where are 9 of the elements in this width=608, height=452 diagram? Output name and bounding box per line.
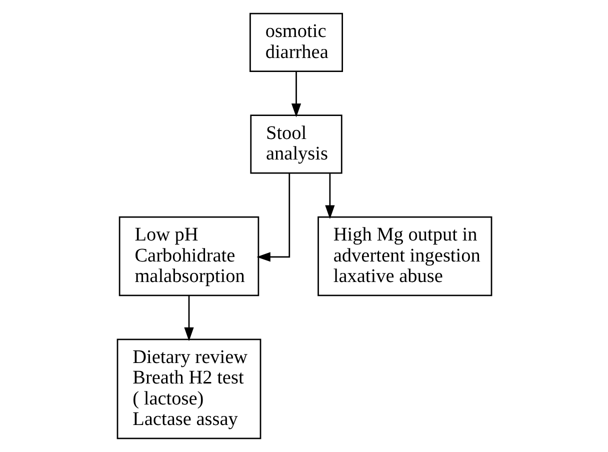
node-box: osmotic diarrhea (249, 12, 342, 72)
arrow (290, 71, 301, 118)
node-box: Dietary review Breath H2 test ( lactose) Lactase assay (116, 338, 261, 440)
node-box: Stool analysis (250, 114, 342, 174)
arrow (324, 174, 334, 219)
node-box: Low pH Carbohidrate malabsorption (118, 216, 259, 296)
arrow (256, 173, 290, 262)
node-box: High Mg output in advertent ingestion laxative abuse (317, 216, 492, 296)
arrow (184, 296, 194, 342)
